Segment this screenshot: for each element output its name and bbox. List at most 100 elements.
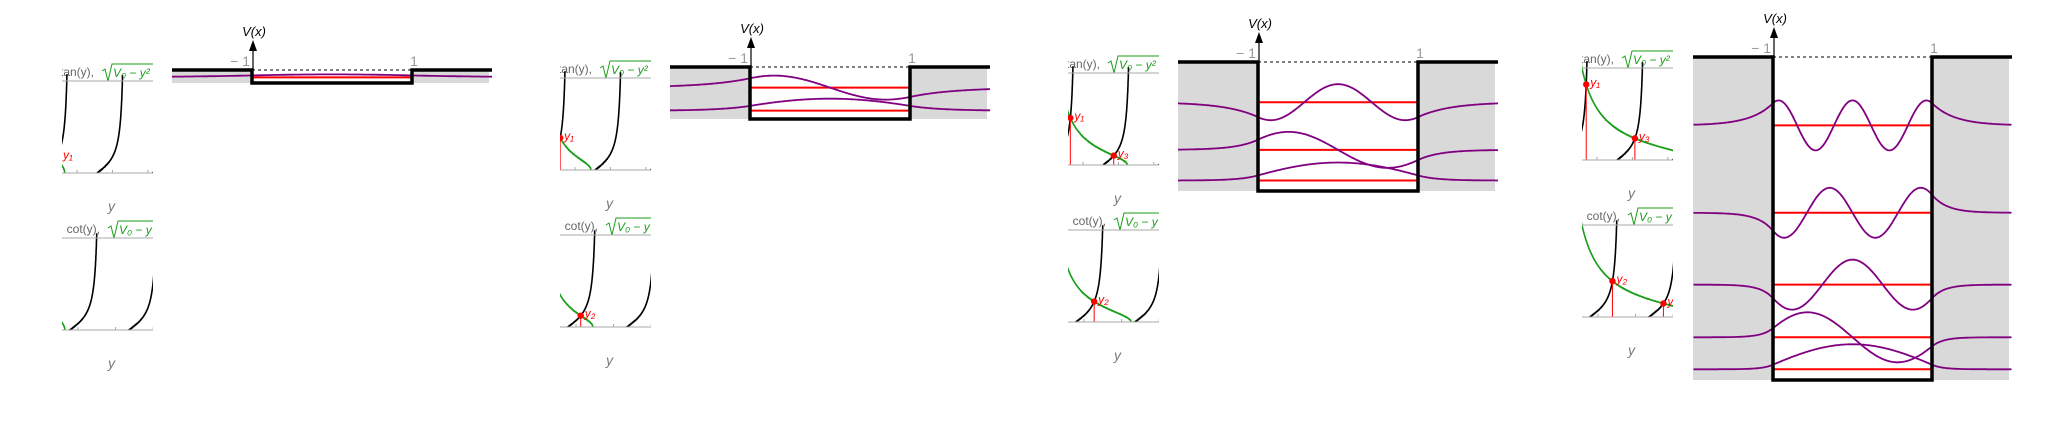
tick-label: 4: [610, 331, 618, 347]
root-point: [54, 154, 60, 160]
tick-label: 4: [1115, 169, 1123, 185]
potential-outline: [1178, 60, 1498, 193]
odd-root-plot: · cot(y), V₀ − y y₂ 2 4 6 y: [1065, 212, 1163, 363]
arrow-up-icon: [747, 37, 755, 48]
wavefunction: [1693, 186, 2012, 239]
trig-function-label: tan(y),: [1066, 57, 1100, 71]
root-point: [1660, 300, 1667, 307]
tick-label: 6: [1150, 169, 1158, 185]
trig-curve: [560, 71, 651, 170]
right-edge-label: 1: [1416, 45, 1424, 61]
trig-function-label: tan(y),: [558, 62, 592, 76]
tick-label: 4: [1632, 321, 1640, 337]
root-curve: [62, 320, 66, 330]
tick-label: 2: [1079, 169, 1087, 185]
left-barrier-region: [670, 67, 750, 119]
root-point: [1631, 135, 1639, 142]
left-edge-label: − 1: [1236, 45, 1256, 61]
potential-axis-label: V(x): [1248, 16, 1272, 31]
tick-label: 6: [149, 334, 157, 350]
x-axis-label: y: [107, 355, 116, 371]
trig-function-label: tan(y),: [60, 65, 94, 79]
x-axis-label: y: [1113, 347, 1122, 363]
tick-label: 2: [571, 174, 579, 190]
left-barrier-region: [1178, 62, 1258, 191]
root-point: [577, 312, 584, 319]
root-point: [1068, 114, 1074, 122]
tick-label: 2: [1594, 321, 1602, 337]
root-function-label: V₀ − y: [617, 220, 651, 234]
root-point: [1678, 150, 1684, 156]
tick-label: 4: [109, 177, 117, 193]
root-function-label: V₀ − y: [119, 223, 153, 237]
trig-function-label: tan(y),: [1580, 52, 1614, 66]
trig-function-label: · cot(y),: [1065, 214, 1106, 228]
trig-curve: [1074, 225, 1159, 322]
tick-label: 2: [572, 331, 580, 347]
x-axis-label: y: [1627, 185, 1636, 201]
wavefunction: [1693, 343, 2012, 371]
tick-label: 6: [642, 174, 650, 190]
arrow-up-icon: [249, 40, 257, 51]
root-point: [1090, 298, 1098, 305]
potential-outline: [1693, 55, 2012, 382]
wavefunction: [172, 73, 492, 78]
tick-label: 4: [607, 174, 615, 190]
arrow-up-icon: [1255, 32, 1263, 43]
root-label: y₁: [563, 129, 574, 143]
potential-axis-label: V(x): [740, 21, 764, 36]
root-function-label: V₀ − y: [1639, 210, 1673, 224]
root-label: y₂: [1097, 293, 1109, 307]
x-axis-label: y: [1627, 342, 1636, 358]
root-point: [1110, 152, 1117, 159]
tick-label: 6: [647, 331, 655, 347]
root-point: [560, 134, 564, 142]
tick-label: 2: [74, 334, 82, 350]
wavefunction: [670, 97, 990, 112]
root-label: y₁: [1073, 109, 1084, 123]
root-label: y₂: [584, 307, 596, 321]
root-function-label: V₀ − y²: [611, 63, 649, 77]
x-axis-label: y: [605, 352, 614, 368]
potential-well: V(x) − 1 1: [670, 21, 990, 121]
wavefunction: [1178, 161, 1498, 182]
root-label: y₃: [1638, 129, 1650, 143]
right-edge-label: 1: [1930, 40, 1938, 56]
root-function-label: V₀ − y²: [1119, 58, 1157, 72]
left-barrier-region: [1693, 57, 1773, 380]
trig-function-label: · cot(y),: [557, 219, 598, 233]
wavefunction: [1178, 83, 1498, 122]
right-barrier-region: [1418, 62, 1495, 191]
root-label: y₁: [1589, 75, 1600, 89]
potential-well: V(x) − 1 1: [1178, 16, 1498, 193]
right-edge-label: 1: [410, 53, 418, 69]
root-function-label: V₀ − y: [1125, 215, 1159, 229]
root-label: y₄: [1666, 294, 1678, 308]
left-edge-label: − 1: [728, 50, 748, 66]
wavefunction: [670, 74, 990, 101]
right-edge-label: 1: [908, 50, 916, 66]
tick-label: 2: [73, 177, 81, 193]
potential-axis-label: V(x): [1763, 11, 1787, 26]
right-barrier-region: [910, 67, 987, 119]
trig-curve: [1588, 220, 1673, 317]
trig-function-label: · cot(y),: [1579, 209, 1620, 223]
trig-function-label: · cot(y),: [59, 222, 100, 236]
root-point: [1583, 81, 1590, 88]
x-axis-label: y: [1113, 190, 1122, 206]
wavefunction: [1693, 311, 2012, 364]
tick-label: 6: [1155, 326, 1163, 342]
tick-label: 2: [1080, 326, 1088, 342]
tick-label: 4: [1629, 164, 1637, 180]
tick-label: 6: [1664, 164, 1672, 180]
x-axis-label: y: [107, 198, 116, 214]
tick-label: 4: [1118, 326, 1126, 342]
